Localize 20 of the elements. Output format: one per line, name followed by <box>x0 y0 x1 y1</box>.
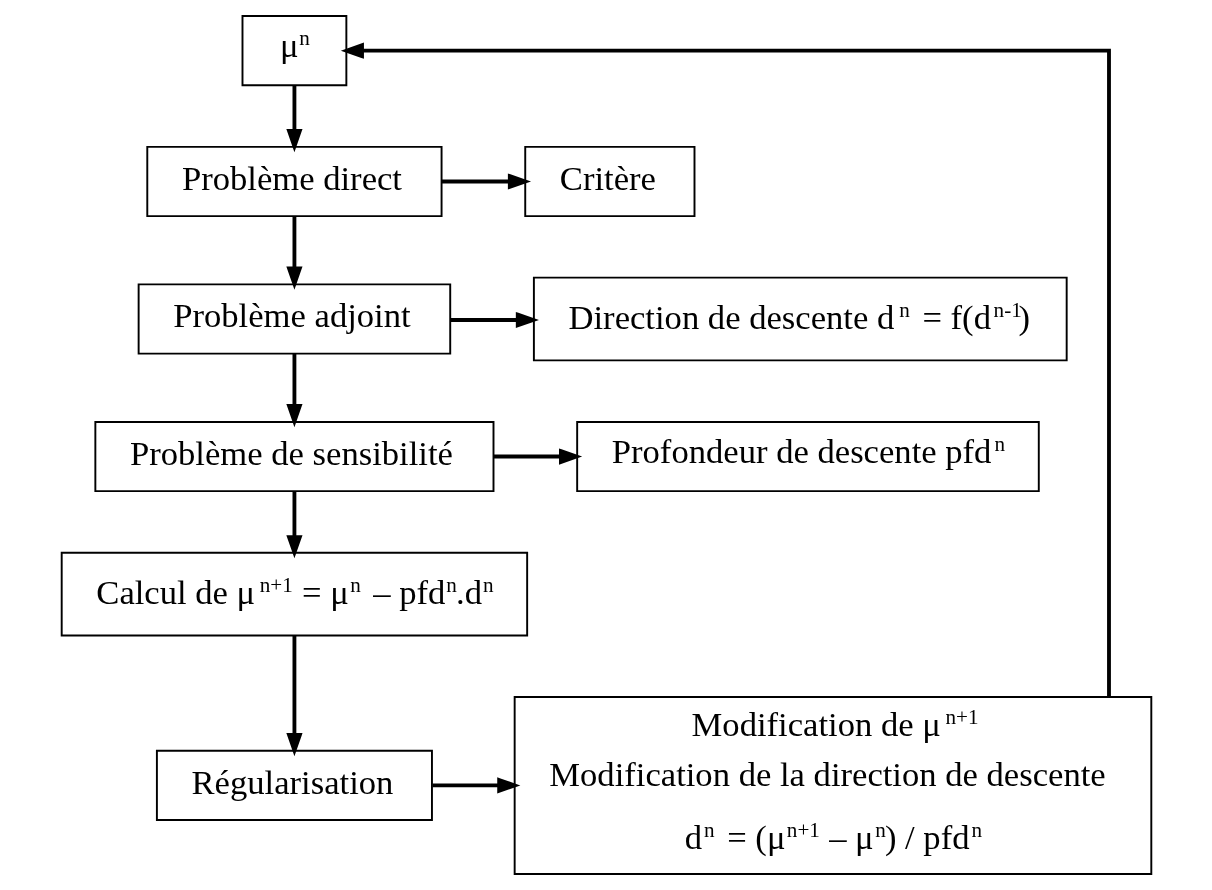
node-box: μ$^{n}$ <box>241 15 347 87</box>
arrow <box>285 491 303 559</box>
node-box: Problème de sensibilité <box>93 420 494 493</box>
arrow <box>285 85 303 153</box>
arrow <box>449 311 539 329</box>
node-box: Critère <box>523 145 695 218</box>
node-box: Régularisation <box>155 749 433 822</box>
node-box: Direction de descente d$^{n}$ = f(d$^{n-1}$) <box>532 276 1068 362</box>
node-box: Calcul de μ$^{n+1}$ = μ$^{n}$ – pfd$^{n}$.d$^{n}$ <box>60 551 528 637</box>
node-box: Problème direct <box>145 145 443 218</box>
node-box: Problème adjoint <box>137 283 451 355</box>
node-box: Modification de μ$^{n+1}$ Modification de la direction de descente d$^{n}$ = (μ$^{n+1}$ – μ$^{n}$) / pfd$^{n}$ <box>513 696 1152 875</box>
arrow <box>441 173 531 190</box>
arrow <box>285 635 303 757</box>
arrow <box>285 353 303 428</box>
node-box: Profondeur de descente pfd$^{n}$ <box>575 420 1040 493</box>
arrow <box>431 777 520 794</box>
arrow <box>493 448 582 465</box>
arrow <box>285 216 303 290</box>
arrow <box>340 42 1111 697</box>
